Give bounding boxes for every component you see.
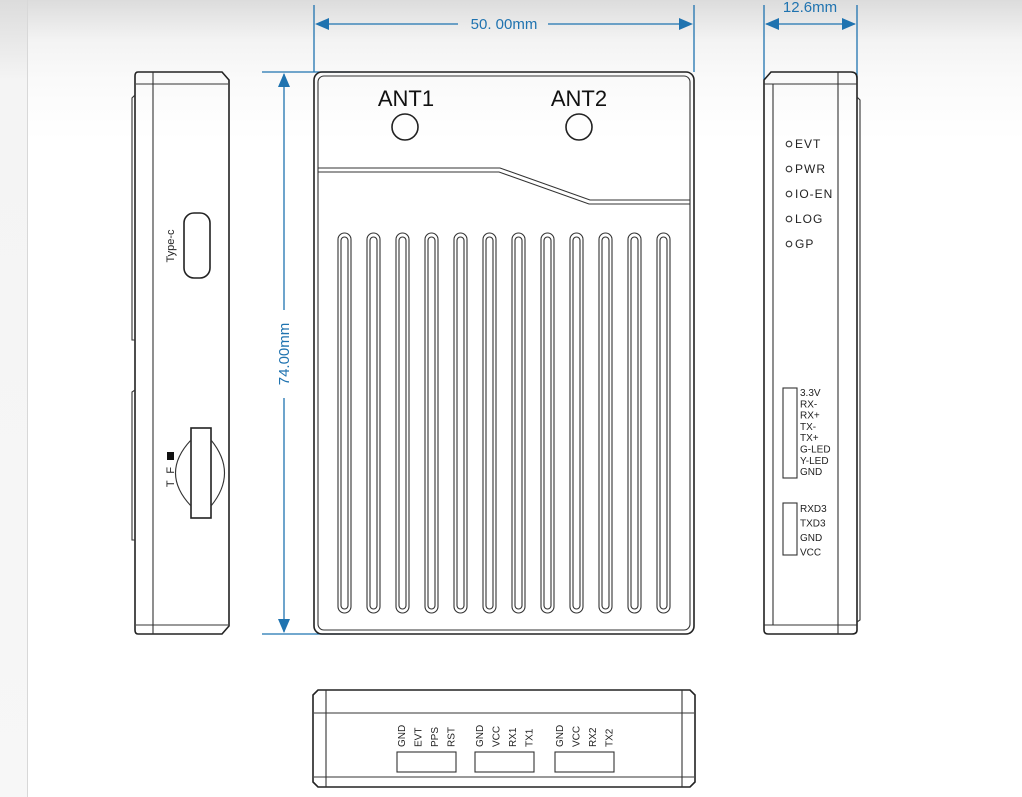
bottom-connector-group: GND VCC RX2 TX2 bbox=[554, 725, 616, 773]
led-icon bbox=[785, 190, 793, 198]
led-label: IO-EN bbox=[795, 187, 833, 201]
vent-slot bbox=[598, 232, 613, 614]
led-label: GP bbox=[795, 237, 814, 251]
usb-c-label: Type-c bbox=[165, 229, 177, 263]
pin-label: VCC bbox=[492, 726, 503, 747]
bottom-connectors: GND EVT PPS RST GND VCC RX1 TX1 GND VCC RX2 TX2 bbox=[396, 725, 616, 773]
width-dimension: 50. 00mm bbox=[313, 5, 695, 72]
vent-slot-inner bbox=[572, 236, 581, 610]
pin-label: Y-LED bbox=[800, 456, 829, 467]
vent-slot bbox=[337, 232, 352, 614]
pin-label: TXD3 bbox=[800, 519, 826, 530]
vent-slot-inner bbox=[369, 236, 378, 610]
pin-label: G-LED bbox=[800, 445, 831, 456]
pin-label: RXD3 bbox=[800, 504, 827, 515]
pin-label: RX2 bbox=[588, 727, 599, 747]
connector-port bbox=[396, 751, 457, 773]
pin-label: GND bbox=[800, 467, 822, 478]
right-side-view: EVT PWR IO-EN LOG GP 3.3VRX-RX+TX-TX+G-LEDY-… bbox=[763, 71, 861, 635]
pin-label: RST bbox=[447, 727, 458, 747]
vent-slot-inner bbox=[340, 236, 349, 610]
tf-marker-icon bbox=[167, 452, 174, 460]
connector-port bbox=[554, 751, 615, 773]
pin-label: GND bbox=[800, 533, 822, 544]
vent-slot bbox=[395, 232, 410, 614]
vent-slot bbox=[511, 232, 526, 614]
ant1-connector-icon bbox=[391, 113, 419, 141]
led-label: PWR bbox=[795, 162, 826, 176]
vent-slot-inner bbox=[427, 236, 436, 610]
pin-label: GND bbox=[555, 725, 566, 747]
bottom-connector-group: GND VCC RX1 TX1 bbox=[474, 725, 536, 773]
bottom-view: GND EVT PPS RST GND VCC RX1 TX1 GND VCC RX2 TX2 bbox=[312, 689, 696, 788]
left-side-view: Type-c T F bbox=[131, 71, 230, 635]
led-icon bbox=[785, 240, 793, 248]
depth-label: 12.6mm bbox=[783, 0, 837, 16]
pin-label: TX+ bbox=[800, 433, 819, 444]
bottom-connector-group: GND EVT PPS RST bbox=[396, 725, 458, 773]
ant1-label: ANT1 bbox=[378, 86, 434, 111]
ant2-connector-icon bbox=[565, 113, 593, 141]
vent-slot bbox=[424, 232, 439, 614]
pin-label: VCC bbox=[572, 726, 583, 747]
vent-slot bbox=[656, 232, 671, 614]
tf-card-slot-icon bbox=[190, 427, 212, 519]
led-icon bbox=[785, 165, 793, 173]
tf-label: T F bbox=[165, 465, 177, 487]
led-label: EVT bbox=[795, 137, 821, 151]
usb-c-port-icon bbox=[183, 212, 211, 279]
vent-slot bbox=[569, 232, 584, 614]
led-icon bbox=[785, 215, 793, 223]
connector2-port bbox=[782, 502, 798, 556]
vent-slot-inner bbox=[630, 236, 639, 610]
connector1-port bbox=[782, 387, 798, 479]
ant2-label: ANT2 bbox=[551, 86, 607, 111]
vent-slot-inner bbox=[659, 236, 668, 610]
pin-label: 3.3V bbox=[800, 388, 821, 399]
pin-label: GND bbox=[397, 725, 408, 747]
height-label: 74.00mm bbox=[276, 323, 293, 386]
page-margin bbox=[0, 0, 28, 797]
front-view: ANT1 ANT2 bbox=[313, 71, 695, 635]
vent-slot bbox=[453, 232, 468, 614]
pin-label: TX- bbox=[800, 422, 816, 433]
led-icon bbox=[785, 140, 793, 148]
vent-slot-inner bbox=[485, 236, 494, 610]
vent-slot bbox=[482, 232, 497, 614]
pin-label: RX- bbox=[800, 399, 817, 410]
pin-label: VCC bbox=[800, 548, 821, 559]
height-dimension: 74.00mm bbox=[262, 71, 350, 635]
connector-port bbox=[474, 751, 535, 773]
vent-slot-inner bbox=[514, 236, 523, 610]
width-label: 50. 00mm bbox=[471, 16, 538, 33]
pin-label: RX1 bbox=[508, 727, 519, 747]
led-indicators: EVT PWR IO-EN LOG GP bbox=[785, 137, 833, 251]
vent-slot bbox=[627, 232, 642, 614]
vent-slot-inner bbox=[601, 236, 610, 610]
vent-slots bbox=[337, 232, 671, 614]
vent-slot bbox=[540, 232, 555, 614]
depth-dimension: 12.6mm bbox=[763, 0, 858, 80]
pin-label: TX2 bbox=[605, 728, 616, 747]
pin-label: GND bbox=[475, 725, 486, 747]
vent-slot bbox=[366, 232, 381, 614]
led-label: LOG bbox=[795, 212, 823, 226]
vent-slot-inner bbox=[456, 236, 465, 610]
pin-label: TX1 bbox=[525, 728, 536, 747]
pin-label: EVT bbox=[414, 728, 425, 747]
vent-slot-inner bbox=[543, 236, 552, 610]
vent-slot-inner bbox=[398, 236, 407, 610]
pin-label: RX+ bbox=[800, 411, 820, 422]
pin-label: PPS bbox=[430, 727, 441, 747]
